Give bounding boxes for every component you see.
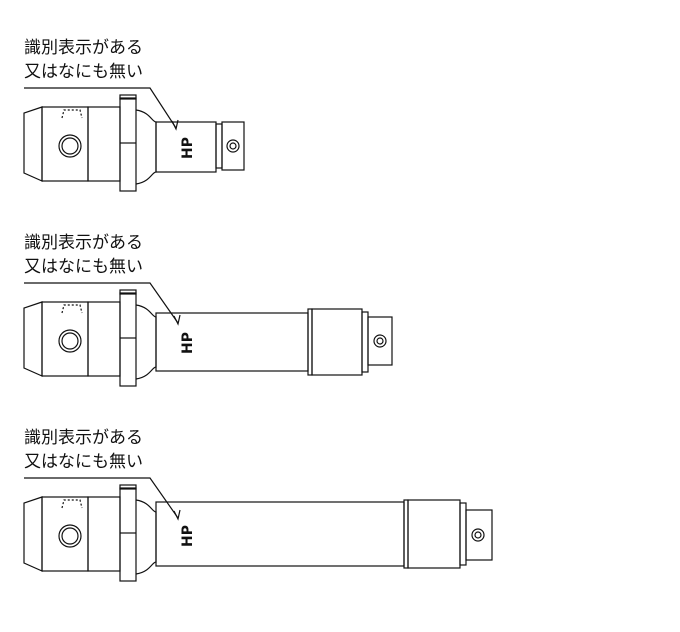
shank-step (307, 308, 313, 376)
leader-arrow (173, 314, 181, 326)
identification-note-line1: 識別表示がある (24, 428, 143, 448)
flange-cap (119, 484, 137, 490)
shank-collar (407, 499, 461, 569)
taper-neck (135, 109, 157, 185)
end-block (221, 121, 245, 171)
collar-step (361, 311, 369, 373)
keyway (61, 109, 83, 119)
collet-ring (87, 106, 121, 182)
keyway (61, 304, 83, 314)
flange (119, 487, 137, 582)
identification-note-line1: 識別表示がある (24, 233, 143, 253)
leader-line (24, 282, 179, 324)
side-hole-outer (58, 524, 82, 548)
side-hole-outer (58, 134, 82, 158)
identification-note-line2: 又はなにも無い (24, 62, 143, 82)
identification-note-line2: 又はなにも無い (24, 257, 143, 277)
flange (119, 97, 137, 192)
end-hole-outer (373, 334, 387, 348)
end-block (367, 316, 393, 366)
identification-note-line1: 識別表示がある (24, 38, 143, 58)
flange-cap (119, 289, 137, 295)
taper-neck (135, 304, 157, 380)
keyway (61, 499, 83, 509)
collar-step (459, 502, 467, 566)
leader-arrow (173, 509, 181, 521)
collet-tip (23, 106, 43, 182)
side-hole-outer (58, 329, 82, 353)
end-hole-outer (226, 139, 240, 153)
collet-ring (87, 496, 121, 572)
taper-neck (135, 499, 157, 575)
tool-diagram-long: 識別表示がある 又はなにも無い HP (0, 390, 680, 590)
side-hole-inner (61, 527, 79, 545)
collet-tip (23, 301, 43, 377)
end-hole-inner (376, 337, 384, 345)
tool-diagram-medium: 識別表示がある 又はなにも無い HP (0, 195, 680, 395)
end-hole-inner (474, 531, 482, 539)
leader-line (24, 477, 179, 519)
flange (119, 292, 137, 387)
side-hole-inner (61, 332, 79, 350)
identification-note-line2: 又はなにも無い (24, 452, 143, 472)
collet-tip (23, 496, 43, 572)
tool-drawing-short: HP (23, 87, 245, 192)
leader-line (24, 87, 177, 129)
tool-drawing-long: HP (23, 477, 493, 582)
tool-drawing-medium: HP (23, 282, 393, 387)
shank-step (215, 123, 223, 169)
shank-step (403, 499, 409, 569)
end-block (465, 509, 493, 561)
hp-marking: HP (180, 137, 196, 159)
flange-cap (119, 94, 137, 100)
hp-marking: HP (180, 525, 196, 547)
collet-ring (87, 301, 121, 377)
end-hole-outer (471, 528, 485, 542)
end-hole-inner (229, 142, 237, 150)
tool-diagram-short: 識別表示がある 又はなにも無い HP (0, 0, 680, 200)
shank-collar (311, 308, 363, 376)
side-hole-inner (61, 137, 79, 155)
leader-arrow (171, 119, 179, 131)
hp-marking: HP (180, 332, 196, 354)
